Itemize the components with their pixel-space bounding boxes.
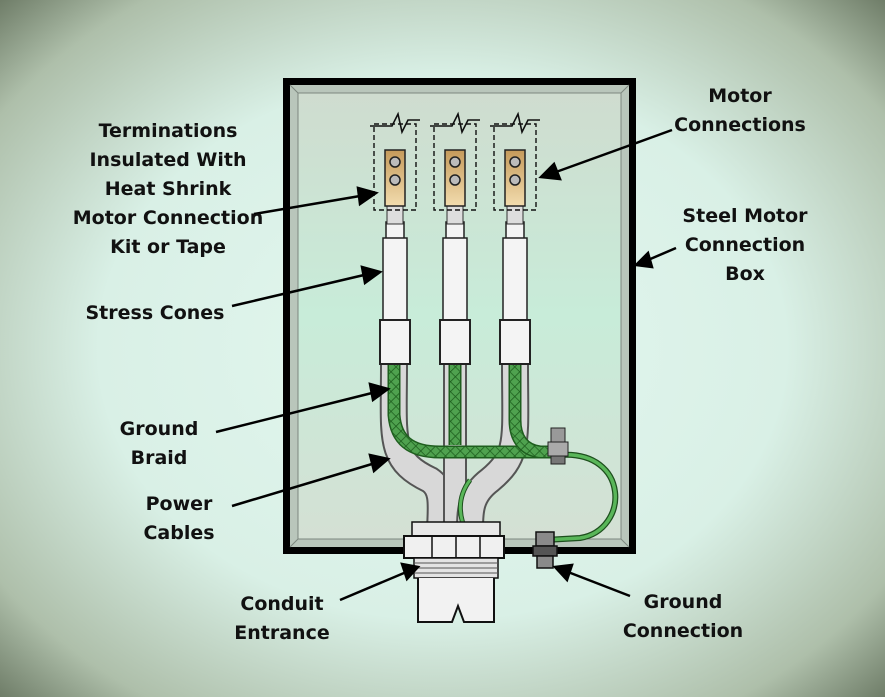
label-conduit-entrance-line-2: Entrance: [234, 622, 330, 644]
conduit-entrance: [403, 521, 505, 623]
label-stress-cones-line-1: Stress Cones: [85, 302, 225, 324]
arrow-conduit-entrance: [339, 562, 421, 602]
label-conduit-entrance: Conduit Entrance: [222, 590, 342, 648]
label-ground-connection-line-1: Ground: [643, 591, 723, 613]
label-terminations-line-2: Insulated With: [89, 149, 247, 171]
label-stress-cones: Stress Cones: [80, 299, 230, 328]
label-steel-box-line-1: Steel Motor: [682, 205, 808, 227]
label-motor-connections-line-1: Motor: [708, 85, 772, 107]
label-terminations-line-4: Motor Connection: [72, 207, 264, 229]
label-steel-box-line-2: Connection: [684, 234, 806, 256]
label-conduit-entrance-line-1: Conduit: [240, 593, 324, 615]
arrow-stress-cones: [231, 265, 383, 308]
label-ground-connection-line-2: Connection: [622, 620, 744, 642]
ground-connection-bolt: [532, 531, 558, 569]
label-motor-connections: Motor Connections: [660, 82, 820, 140]
label-ground-braid-line-1: Ground: [119, 418, 199, 440]
ground-clamp: [547, 427, 569, 465]
phase-termination-1: [379, 221, 411, 365]
arrow-terminations: [253, 186, 379, 216]
arrow-steel-box: [633, 246, 677, 269]
label-power-cables-line-1: Power: [145, 493, 213, 515]
label-power-cables: Power Cables: [124, 490, 234, 548]
arrow-motor-connections: [538, 128, 673, 181]
label-steel-box-line-3: Box: [725, 263, 765, 285]
arrow-power-cables: [231, 453, 391, 508]
label-terminations-line-3: Heat Shrink: [104, 178, 232, 200]
lug-3: [490, 111, 540, 225]
label-ground-braid-line-2: Braid: [130, 447, 188, 469]
leader-arrows: [215, 128, 677, 602]
label-ground-connection: Ground Connection: [608, 588, 758, 646]
phase-termination-3: [499, 221, 531, 365]
arrow-ground-connection: [552, 563, 631, 598]
label-power-cables-line-2: Cables: [143, 522, 215, 544]
ground-braid: [387, 365, 560, 459]
label-terminations-line-1: Terminations: [98, 120, 238, 142]
label-terminations: Terminations Insulated With Heat Shrink …: [58, 117, 278, 262]
label-ground-braid: Ground Braid: [104, 415, 214, 473]
label-steel-box: Steel Motor Connection Box: [670, 202, 820, 289]
lug-1: [370, 111, 420, 225]
label-terminations-line-5: Kit or Tape: [110, 236, 226, 258]
label-motor-connections-line-2: Connections: [674, 114, 806, 136]
phase-termination-2: [439, 221, 471, 365]
lug-2: [430, 111, 480, 225]
arrow-ground-braid: [215, 382, 391, 434]
motor-lugs: [370, 111, 540, 225]
